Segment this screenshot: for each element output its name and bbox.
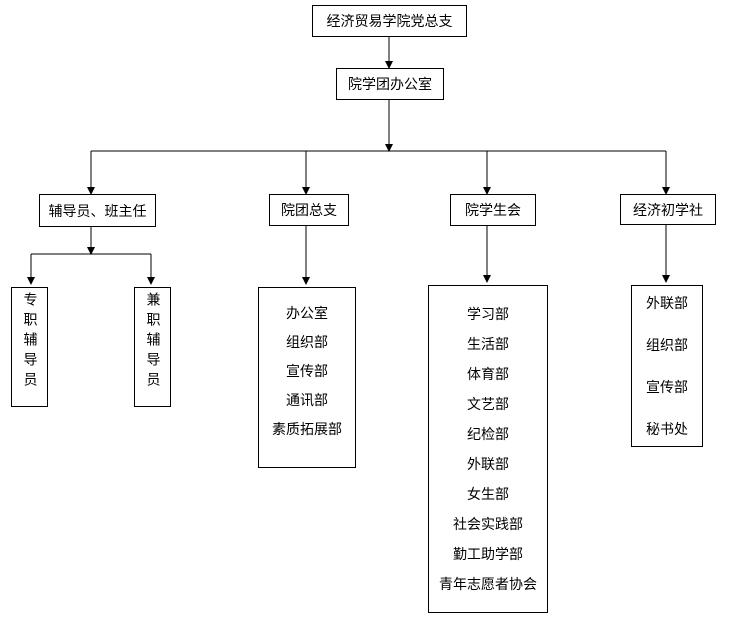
list-item: 外联部	[467, 457, 509, 473]
office-node: 院学团办公室	[336, 68, 444, 100]
list-item: 办公室	[286, 306, 328, 322]
list-item: 社会实践部	[453, 517, 523, 533]
list-item: 纪检部	[467, 427, 509, 443]
list-item: 外联部	[646, 296, 688, 312]
fulltime-counselor-node: 专职辅导员	[11, 287, 48, 407]
parttime-counselor-node: 兼职辅导员	[134, 287, 171, 407]
union-department-list: 学习部 生活部 体育部 文艺部 纪检部 外联部 女生部 社会实践部 勤工助学部 …	[428, 285, 548, 613]
club-department-list: 外联部 组织部 宣传部 秘书处	[631, 285, 703, 447]
list-item: 秘书处	[646, 422, 688, 438]
root-node: 经济贸易学院党总支	[312, 5, 467, 37]
list-item: 宣传部	[286, 364, 328, 380]
list-item: 学习部	[467, 307, 509, 323]
list-item: 宣传部	[646, 380, 688, 396]
list-item: 女生部	[467, 487, 509, 503]
league-department-list: 办公室 组织部 宣传部 通讯部 素质拓展部	[258, 287, 356, 468]
list-item: 青年志愿者协会	[439, 577, 537, 593]
list-item: 生活部	[467, 337, 509, 353]
list-item: 通讯部	[286, 393, 328, 409]
fulltime-counselor-label: 专职辅导员	[21, 292, 38, 392]
student-union-node: 院学生会	[450, 194, 536, 226]
economics-club-node: 经济初学社	[620, 194, 716, 225]
league-node: 院团总支	[269, 194, 349, 226]
counselors-node: 辅导员、班主任	[39, 194, 156, 227]
parttime-counselor-label: 兼职辅导员	[144, 292, 161, 392]
list-item: 体育部	[467, 367, 509, 383]
list-item: 文艺部	[467, 397, 509, 413]
list-item: 素质拓展部	[272, 422, 342, 438]
list-item: 组织部	[646, 338, 688, 354]
list-item: 勤工助学部	[453, 547, 523, 563]
list-item: 组织部	[286, 335, 328, 351]
